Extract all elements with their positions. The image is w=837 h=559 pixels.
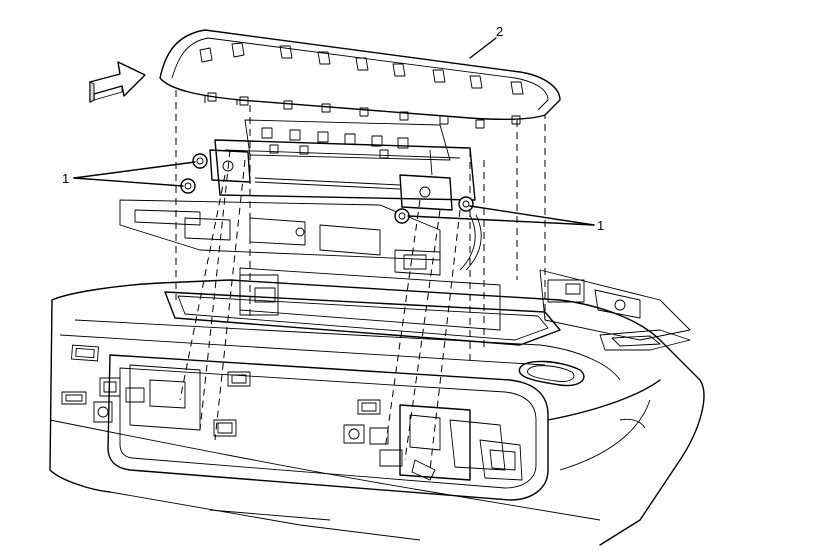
fasteners (180, 153, 474, 224)
fastener-bolt (192, 153, 208, 169)
direction-arrow-icon (89, 61, 146, 103)
dash-opening (119, 199, 691, 387)
leader-lines (73, 37, 595, 226)
callout-fastener-left: 1 (62, 171, 69, 186)
fastener-bolt (458, 196, 474, 212)
fastener-bolt (394, 208, 410, 224)
callout-cover: 2 (496, 24, 503, 39)
instrument-panel (49, 279, 705, 546)
cover-panel (159, 29, 561, 129)
callout-fastener-right: 1 (597, 218, 604, 233)
mounting-bracket (209, 119, 476, 211)
